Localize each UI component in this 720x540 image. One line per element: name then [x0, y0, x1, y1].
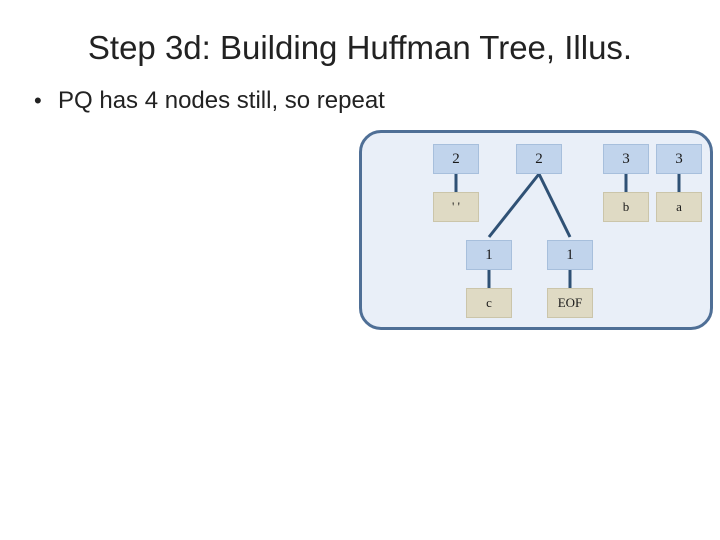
node-b-symbol: b	[603, 192, 649, 222]
bullet-marker: •	[34, 88, 42, 113]
bullet-text: PQ has 4 nodes still, so repeat	[58, 87, 385, 114]
slide-title: Step 3d: Building Huffman Tree, Illus.	[87, 29, 633, 66]
bullet-item: • PQ has 4 nodes still, so repeat	[34, 84, 385, 118]
node-eof-symbol: EOF	[547, 288, 593, 318]
node-b-count: 3	[603, 144, 649, 174]
node-eof-count: 1	[547, 240, 593, 270]
node-a-count: 3	[656, 144, 702, 174]
node-space-symbol: ' '	[433, 192, 479, 222]
node-internal-count: 2	[516, 144, 562, 174]
node-space-count: 2	[433, 144, 479, 174]
node-c-symbol: c	[466, 288, 512, 318]
node-c-count: 1	[466, 240, 512, 270]
node-a-symbol: a	[656, 192, 702, 222]
